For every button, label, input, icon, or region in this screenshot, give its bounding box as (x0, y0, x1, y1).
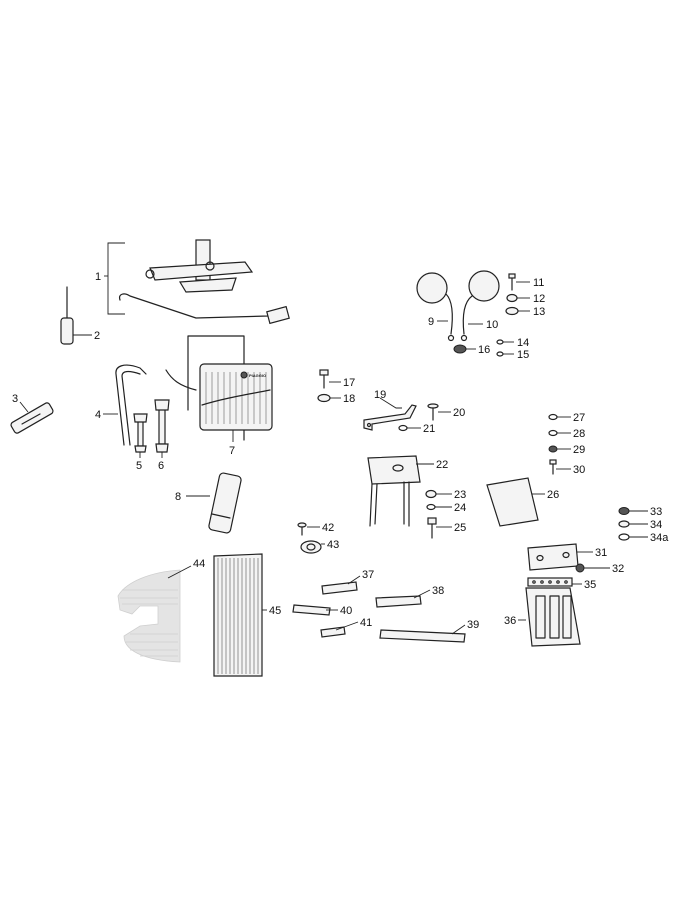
callout-35: 35 (584, 579, 596, 591)
part-bolt-32 (575, 563, 585, 573)
part-mirror-left (416, 272, 455, 342)
callout-2: 2 (94, 330, 100, 342)
part-strip-35 (527, 577, 573, 587)
logo-text: PIAGGIO (249, 373, 266, 378)
callout-24: 24 (454, 502, 466, 514)
part-screw-42 (297, 522, 307, 536)
callout-26: 26 (547, 489, 559, 501)
part-washer-27 (548, 413, 558, 421)
part-mudflap-36 (525, 587, 581, 647)
callout-34a: 34a (650, 532, 669, 544)
callout-7: 7 (229, 445, 235, 457)
callout-13: 13 (533, 306, 545, 318)
part-nut-29 (548, 445, 558, 453)
callout-1: 1 (95, 271, 101, 283)
part-strip-41 (320, 626, 346, 638)
callout-41: 41 (360, 617, 372, 629)
part-strip-38 (375, 595, 422, 608)
part-body-ghost-44 (117, 569, 181, 663)
callout-15: 15 (517, 349, 529, 361)
callout-30: 30 (573, 464, 585, 476)
part-screw-20 (427, 403, 439, 421)
part-washer-21 (398, 424, 408, 432)
part-l-wrench (115, 364, 147, 446)
callout-17: 17 (343, 377, 355, 389)
part-strip-39 (379, 629, 466, 643)
callout-14: 14 (517, 337, 529, 349)
part-washer-28 (548, 429, 558, 437)
callout-34: 34 (650, 519, 662, 531)
part-strip-37 (321, 581, 358, 595)
callout-25: 25 (454, 522, 466, 534)
callout-29: 29 (573, 444, 585, 456)
part-nut-16 (453, 344, 467, 354)
part-bracket-31 (527, 543, 579, 571)
part-floor-mat-45 (213, 553, 263, 677)
callout-5: 5 (136, 460, 142, 472)
callout-10: 10 (486, 319, 498, 331)
callout-3: 3 (12, 393, 18, 405)
callout-19: 19 (374, 389, 386, 401)
callout-45: 45 (269, 605, 281, 617)
callout-43: 43 (327, 539, 339, 551)
callout-23: 23 (454, 489, 466, 501)
callout-31: 31 (595, 547, 607, 559)
callout-20: 20 (453, 407, 465, 419)
callout-27: 27 (573, 412, 585, 424)
part-tube-spanner (10, 402, 54, 434)
part-washer-24 (426, 503, 436, 511)
part-washer-18 (317, 393, 331, 403)
callout-33: 33 (650, 506, 662, 518)
part-washer-23 (425, 489, 437, 499)
callout-9: 9 (428, 316, 434, 328)
callout-36: 36 (504, 615, 516, 627)
part-bracket-19 (363, 404, 417, 431)
part-screwdriver (60, 286, 74, 345)
part-nut-33 (618, 507, 630, 515)
part-bolt-17 (319, 369, 329, 389)
callout-16: 16 (478, 344, 490, 356)
part-strip-40 (292, 604, 331, 616)
callout-42: 42 (322, 522, 334, 534)
callout-32: 32 (612, 563, 624, 575)
part-support-22 (367, 455, 421, 527)
callout-4: 4 (95, 409, 101, 421)
callout-21: 21 (423, 423, 435, 435)
callout-18: 18 (343, 393, 355, 405)
part-washer-15 (496, 351, 504, 357)
part-plate-26 (486, 477, 539, 527)
part-jack (104, 239, 290, 325)
callout-38: 38 (432, 585, 444, 597)
part-spanner-small (133, 413, 148, 453)
part-washer-13 (505, 306, 519, 316)
part-washer-12 (506, 293, 518, 303)
callout-44: 44 (193, 558, 205, 570)
part-bolt-25 (427, 517, 437, 539)
callout-12: 12 (533, 293, 545, 305)
callout-22: 22 (436, 459, 448, 471)
callout-40: 40 (340, 605, 352, 617)
leader-lines (19, 281, 648, 635)
callout-39: 39 (467, 619, 479, 631)
callout-8: 8 (175, 491, 181, 503)
part-spanner-large (154, 399, 170, 453)
callout-6: 6 (158, 460, 164, 472)
part-screw-11 (508, 273, 516, 291)
part-mirror-right (460, 270, 500, 342)
callout-37: 37 (362, 569, 374, 581)
part-washer-14 (496, 339, 504, 345)
callout-11: 11 (533, 277, 544, 289)
part-washer-34 (618, 520, 630, 528)
part-plug-43 (300, 540, 322, 554)
callout-labels: 1 2 3 4 5 6 7 8 9 10 11 12 13 14 15 16 1… (12, 271, 669, 631)
part-washer-34a (618, 533, 630, 541)
part-grip-tube (208, 472, 242, 534)
callout-28: 28 (573, 428, 585, 440)
part-bolt-30 (549, 459, 557, 475)
part-tool-bag: PIAGGIO (165, 335, 273, 441)
